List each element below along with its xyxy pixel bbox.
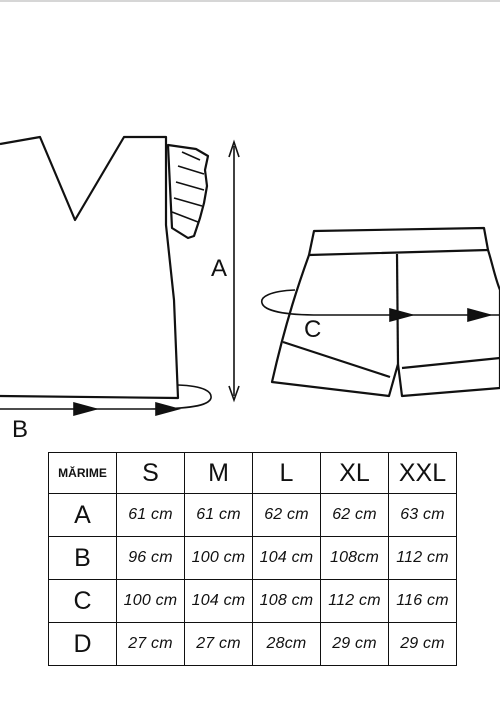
table-cell: 100 cm [184, 536, 253, 580]
table-cell: 112 cm [320, 579, 389, 623]
size-header-xxl: XXL [388, 452, 457, 494]
table-cell: 62 cm [320, 493, 389, 537]
shorts-leg-hem [282, 340, 500, 379]
table-cell: 29 cm [320, 622, 389, 666]
table-cell: 108 cm [252, 579, 321, 623]
table-cell: 116 cm [388, 579, 457, 623]
table-cell: 63 cm [388, 493, 457, 537]
table-row: C 100 cm 104 cm 108 cm 112 cm 116 cm [48, 579, 457, 623]
table-cell: 62 cm [252, 493, 321, 537]
table-row: A 61 cm 61 cm 62 cm 62 cm 63 cm [48, 493, 457, 537]
top-body-outline [0, 135, 180, 400]
table-cell: 29 cm [388, 622, 457, 666]
top-ruffle-sleeve [166, 143, 210, 240]
table-cell: 27 cm [116, 622, 185, 666]
size-header-s: S [116, 452, 185, 494]
size-header-row: MĂRIME S M L XL XXL [48, 452, 457, 494]
table-row: D 27 cm 27 cm 28cm 29 cm 29 cm [48, 622, 457, 666]
label-c: C [304, 316, 321, 343]
row-label-c: C [48, 579, 117, 623]
row-label-a: A [48, 493, 117, 537]
table-cell: 108cm [320, 536, 389, 580]
table-cell: 112 cm [388, 536, 457, 580]
shorts-body-outline [270, 249, 500, 398]
top-garment [0, 135, 210, 400]
size-table: MĂRIME S M L XL XXL A 61 cm 61 cm 62 cm … [48, 452, 457, 666]
measure-b-arrow [0, 384, 212, 417]
table-cell: 104 cm [184, 579, 253, 623]
measure-a-arrow [228, 139, 240, 403]
row-label-b: B [48, 536, 117, 580]
row-label-d: D [48, 622, 117, 666]
table-row: B 96 cm 100 cm 104 cm 108cm 112 cm [48, 536, 457, 580]
label-a: A [211, 255, 227, 282]
table-cell: 104 cm [252, 536, 321, 580]
size-header-xl: XL [320, 452, 389, 494]
label-b: B [12, 416, 28, 443]
table-cell: 61 cm [116, 493, 185, 537]
ruffle-pleats [171, 151, 205, 223]
shorts-garment [270, 226, 500, 398]
shorts-waistband [307, 226, 490, 257]
size-header-l: L [252, 452, 321, 494]
size-corner-label: MĂRIME [48, 452, 117, 494]
table-cell: 61 cm [184, 493, 253, 537]
size-header-m: M [184, 452, 253, 494]
table-cell: 28cm [252, 622, 321, 666]
table-cell: 27 cm [184, 622, 253, 666]
shorts-center-seam [395, 253, 400, 365]
measure-c-arrow [261, 289, 500, 323]
table-cell: 96 cm [116, 536, 185, 580]
table-cell: 100 cm [116, 579, 185, 623]
